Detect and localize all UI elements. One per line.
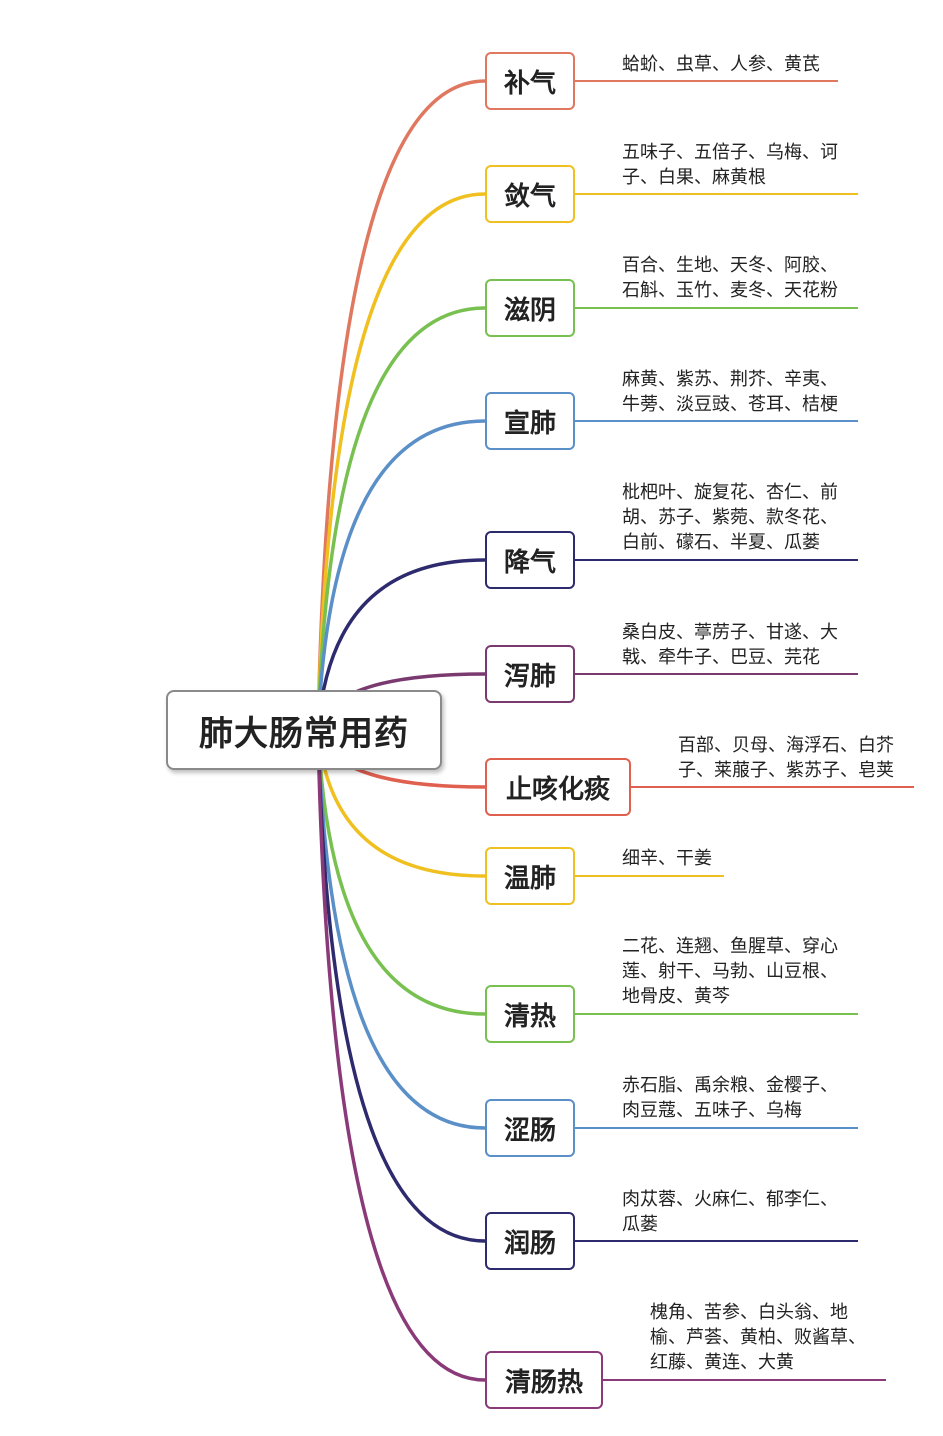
branch-items: 五味子、五倍子、乌梅、诃 子、白果、麻黄根	[622, 142, 838, 188]
branch-node: 清热	[485, 985, 575, 1043]
branch-node: 滋阴	[485, 279, 575, 337]
branch-items: 细辛、干姜	[622, 848, 712, 869]
branch-curve	[316, 558, 487, 732]
branch-curve	[316, 419, 487, 732]
branch-curve	[316, 306, 487, 732]
branch-node: 涩肠	[485, 1099, 575, 1157]
branch-items: 百部、贝母、海浮石、白芥 子、莱菔子、紫苏子、皂荚	[678, 735, 894, 781]
branch-items: 麻黄、紫苏、荆芥、辛夷、 牛蒡、淡豆豉、苍耳、桔梗	[622, 369, 838, 415]
branch-node: 宣肺	[485, 392, 575, 450]
branch-items: 蛤蚧、虫草、人参、黄芪	[622, 54, 820, 75]
branch-node: 泻肺	[485, 645, 575, 703]
branch-node: 温肺	[485, 847, 575, 905]
branch-curve	[316, 728, 487, 1016]
branch-items: 桑白皮、葶苈子、甘遂、大 戟、牵牛子、巴豆、芫花	[622, 622, 838, 668]
branch-node: 敛气	[485, 165, 575, 223]
branch-items: 枇杷叶、旋复花、杏仁、前 胡、苏子、紫菀、款冬花、 白前、礞石、半夏、瓜蒌	[622, 482, 838, 553]
branch-node: 清肠热	[485, 1351, 603, 1409]
root-node: 肺大肠常用药	[166, 690, 442, 770]
branch-curve	[316, 728, 487, 1382]
branch-curve	[316, 192, 487, 732]
branch-items: 赤石脂、禹余粮、金樱子、 肉豆蔻、五味子、乌梅	[622, 1075, 838, 1121]
branch-curve	[316, 728, 487, 1130]
branch-node: 止咳化痰	[485, 758, 631, 816]
branch-curve	[316, 79, 487, 732]
branch-node: 补气	[485, 52, 575, 110]
branch-items: 肉苁蓉、火麻仁、郁李仁、 瓜蒌	[622, 1189, 838, 1235]
branch-curve	[316, 728, 487, 1243]
branch-node: 润肠	[485, 1212, 575, 1270]
branch-items: 槐角、苦参、白头翁、地 榆、芦荟、黄柏、败酱草、 红藤、黄连、大黄	[650, 1302, 866, 1373]
branch-node: 降气	[485, 531, 575, 589]
branch-items: 百合、生地、天冬、阿胶、 石斛、玉竹、麦冬、天花粉	[622, 255, 838, 301]
branch-items: 二花、连翘、鱼腥草、穿心 莲、射干、马勃、山豆根、 地骨皮、黄芩	[622, 936, 838, 1007]
